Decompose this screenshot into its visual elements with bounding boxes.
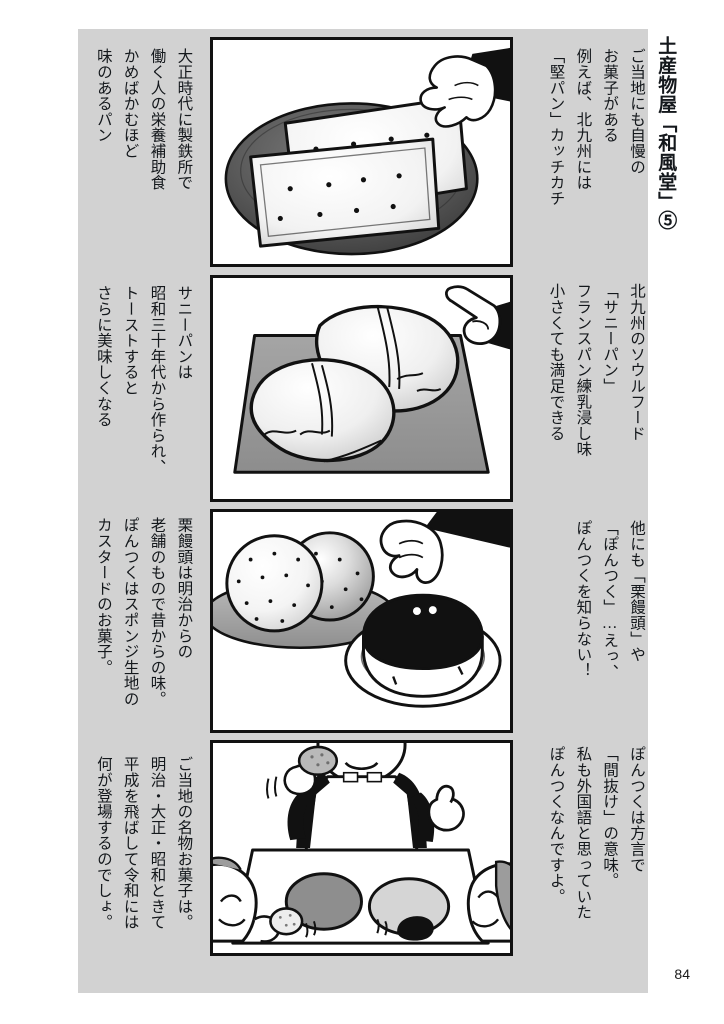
panel-4-left-text: ご当地の名物お菓子は。 明治・大正・昭和ときて 平成を飛ばして令和には 何が登場… (86, 756, 193, 930)
text-line: 何が登場するのでしょ。 (94, 756, 112, 930)
text-line: 大正時代に製鉄所で (175, 48, 193, 191)
text-line: 「ぽんつく」…えっ、 (601, 520, 619, 680)
comic-panel-2 (210, 275, 513, 502)
text-line: 働く人の栄養補助食 (148, 48, 166, 191)
text-line: ぽんつくは方言で (628, 746, 645, 873)
panel-3-artwork (213, 512, 510, 730)
panel-3-left-text: 栗饅頭は明治からの 老舗のもので昔からの味。 ぽんつくはスポンジ生地の カスター… (86, 517, 193, 707)
chapter-title-text: 土産物屋「和風堂」⑤ (655, 36, 677, 230)
text-line: 小さくても満足できる (547, 283, 565, 442)
text-line: 昭和三十年代から作られ、 (148, 285, 166, 475)
text-line: 明治・大正・昭和ときて (148, 756, 166, 930)
text-line: 北九州のソウルフード (628, 283, 645, 442)
text-line: 平成を飛ばして令和には (121, 756, 139, 930)
chapter-title: 土産物屋「和風堂」⑤ (655, 36, 676, 286)
panel-2-left-text: サニーパンは 昭和三十年代から作られ、 トーストすると さらに美味しくなる (86, 285, 193, 475)
text-line: カスタードのお菓子。 (94, 517, 112, 676)
text-line: 他にも「栗饅頭」や (628, 520, 645, 663)
panel-1-right-text: ご当地にも自慢の お菓子がある 例えば、北九州には 「堅パン」カッチカチ (539, 48, 646, 206)
text-line: 「堅パン」カッチカチ (547, 48, 565, 207)
text-line: お菓子がある (601, 48, 619, 143)
comic-panel-4 (210, 740, 513, 956)
text-line: 老舗のもので昔からの味。 (148, 517, 166, 707)
text-line: 「サニーパン」 (601, 283, 619, 394)
text-line: 味のあるパン (94, 48, 112, 143)
panel-2-right-text: 北九州のソウルフード 「サニーパン」 フランスパン練乳浸し味 小さくても満足でき… (539, 283, 646, 457)
panel-1-left-text: 大正時代に製鉄所で 働く人の栄養補助食 かめばかむほど 味のあるパン (86, 48, 193, 190)
text-line: 栗饅頭は明治からの (175, 517, 193, 660)
text-line: サニーパンは (175, 285, 193, 380)
panel-2-artwork (213, 278, 510, 499)
text-line: 例えば、北九州には (574, 48, 592, 191)
panel-4-right-text: ぽんつくは方言で 「間抜け」の意味。 私も外国語と思っていた ぽんつくなんですよ… (539, 746, 646, 920)
text-line: 私も外国語と思っていた (574, 746, 592, 920)
panel-3-right-text: 他にも「栗饅頭」や 「ぽんつく」…えっ、 ぽんつくを知らない！ (566, 520, 646, 680)
page-number: 84 (674, 966, 690, 982)
text-line: ぽんつくなんですよ。 (547, 746, 565, 905)
text-line: ご当地の名物お菓子は。 (175, 756, 193, 930)
text-line: ぽんつくを知らない！ (574, 520, 592, 679)
comic-panel-3 (210, 509, 513, 733)
text-line: ご当地にも自慢の (628, 48, 645, 175)
text-line: フランスパン練乳浸し味 (574, 283, 592, 457)
text-line: 「間抜け」の意味。 (601, 746, 619, 889)
panel-1-artwork (213, 40, 510, 264)
text-line: かめばかむほど (121, 48, 139, 159)
comic-panel-1 (210, 37, 513, 267)
text-line: さらに美味しくなる (94, 285, 112, 428)
text-line: トーストすると (121, 285, 139, 396)
text-line: ぽんつくはスポンジ生地の (121, 517, 139, 707)
panel-4-artwork (213, 743, 510, 953)
